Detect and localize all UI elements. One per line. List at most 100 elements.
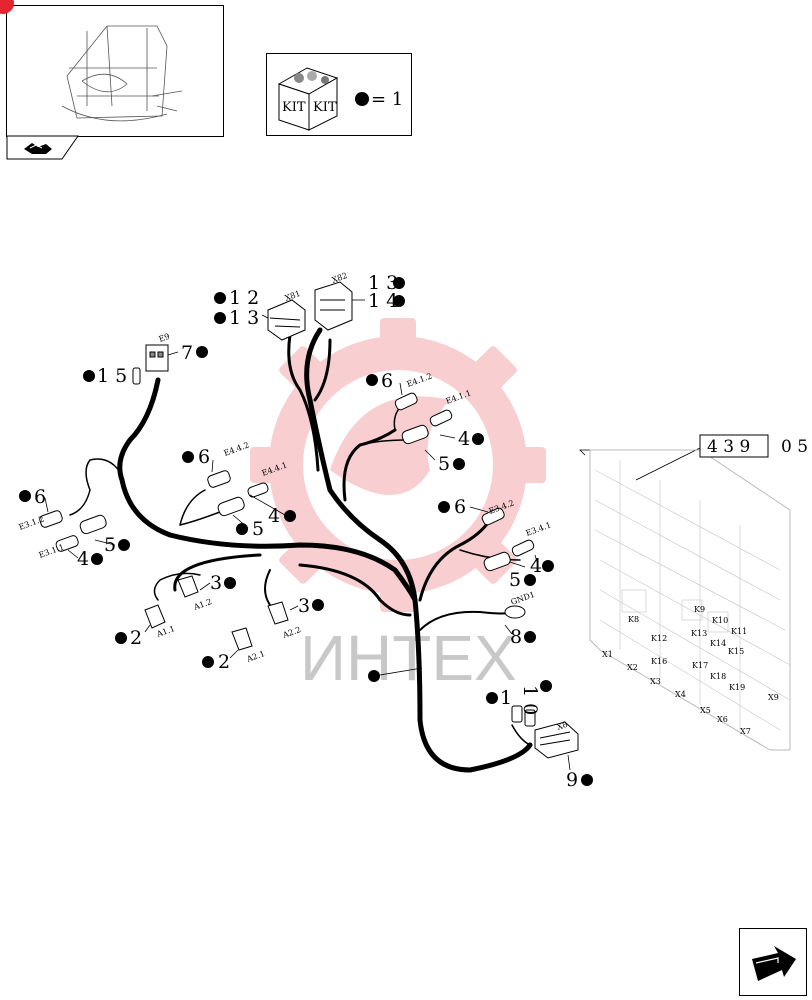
- watermark-text: ИНТЕХ: [300, 622, 517, 694]
- ref-2-a: 2: [130, 627, 142, 649]
- svg-text:K18: K18: [710, 672, 726, 681]
- dot-icon: [581, 774, 593, 786]
- ref-13-a: 1 3: [229, 307, 259, 329]
- tag-gnd1: GND1: [510, 590, 536, 607]
- dot-icon: [540, 680, 552, 692]
- connector-pin-15: [132, 367, 141, 385]
- dot-icon: [115, 632, 127, 644]
- ref-6-b: 6: [198, 446, 210, 468]
- kit-box-icon: KIT KIT = 1: [277, 67, 403, 131]
- svg-text:X2: X2: [627, 663, 638, 672]
- kit-label-left: KIT: [282, 100, 306, 115]
- ref-3-b: 3: [298, 595, 310, 617]
- connector-plug-5a: [401, 424, 429, 445]
- dot-icon: [202, 656, 214, 668]
- dot-icon: [214, 312, 226, 324]
- dot-icon: [438, 501, 450, 513]
- ref-10: 1 0: [519, 685, 541, 715]
- svg-text:K9: K9: [694, 605, 705, 614]
- svg-text:K11: K11: [731, 627, 747, 636]
- svg-text:K17: K17: [692, 661, 708, 670]
- ref-5-a: 5: [438, 453, 450, 475]
- tag-a12: A1.2: [192, 597, 213, 612]
- connector-e9: [145, 344, 169, 372]
- dot-icon: [393, 295, 405, 307]
- ref-6-c: 6: [34, 486, 46, 508]
- kit-qty: = 1: [371, 89, 403, 110]
- dot-icon: [196, 346, 208, 358]
- connector-e441: [247, 482, 269, 498]
- leader-lines: [44, 299, 701, 771]
- connector-e411: [429, 409, 453, 427]
- tag-e9: E9: [158, 332, 171, 344]
- svg-text:X9: X9: [768, 693, 779, 702]
- tag-e441: E4.4.1: [261, 460, 289, 477]
- ref-4-a: 4: [458, 428, 470, 450]
- terminal-a21: [231, 627, 253, 651]
- tag-e411: E4.1.1: [445, 388, 473, 405]
- fuse-relay-box: K8 K9 K10 K11 K12 K13 K14 K15 K16 K17 K1…: [589, 449, 791, 751]
- harness-cable-bundle: [69, 327, 533, 773]
- dot-icon: [453, 458, 465, 470]
- tag-e442: E4.4.2: [223, 440, 251, 457]
- reference-number: 4 3 9: [707, 437, 750, 457]
- ref-15: 1 5: [97, 365, 127, 387]
- dot-icon: [524, 631, 536, 643]
- connector-e442: [207, 470, 231, 488]
- dot-icon: [91, 553, 103, 565]
- page-badge: [0, 0, 14, 14]
- dot-icon: [83, 370, 95, 382]
- svg-text:K16: K16: [651, 657, 667, 666]
- reference-suffix: 0 5: [781, 437, 808, 457]
- connector-tags: X81 X82 E9 E4.1.2 E4.1.1 E4.4.2 E4.4.1 E…: [18, 271, 569, 732]
- section-arrow-icon: [24, 143, 52, 154]
- next-page-button[interactable]: [739, 928, 807, 996]
- terminal-gnd1: [504, 605, 526, 619]
- svg-text:K15: K15: [728, 647, 744, 656]
- svg-text:X4: X4: [675, 690, 686, 699]
- ref-4-d: 4: [530, 555, 542, 577]
- ref-13-b: 1 3: [368, 272, 398, 294]
- dot-icon: [542, 560, 554, 572]
- tag-e341: E3.4.1: [525, 520, 553, 537]
- ref-3-a: 3: [210, 572, 222, 594]
- ref-12: 1 2: [229, 287, 259, 309]
- dot-icon: [366, 374, 378, 386]
- svg-text:K14: K14: [710, 639, 726, 648]
- ref-4-c: 4: [77, 548, 89, 570]
- dot-icon: [19, 490, 31, 502]
- dot-icon: [182, 451, 194, 463]
- svg-text:K8: K8: [628, 615, 639, 624]
- cab-illustration: [61, 25, 183, 122]
- connector-e412: [394, 392, 418, 411]
- tag-x8: X8: [556, 720, 569, 732]
- tag-e412: E4.1.2: [406, 371, 434, 388]
- svg-text:X6: X6: [717, 715, 728, 724]
- dot-icon: [214, 292, 226, 304]
- connector-plug-5d: [483, 551, 511, 572]
- kit-legend-box: KIT KIT = 1: [266, 53, 412, 136]
- ref-5-d: 5: [509, 569, 521, 591]
- svg-text:K10: K10: [712, 616, 728, 625]
- svg-text:X5: X5: [700, 706, 711, 715]
- dot-icon: [368, 670, 380, 682]
- ref-1: 1: [500, 687, 512, 709]
- kit-dot-icon: [355, 92, 369, 106]
- dot-icon: [486, 692, 498, 704]
- dot-icon: [393, 277, 405, 289]
- dot-icon: [524, 574, 536, 586]
- ref-8: 8: [510, 626, 522, 648]
- connector-x8: [534, 721, 579, 759]
- ref-14: 1 4: [368, 290, 398, 312]
- ref-6-d: 6: [454, 496, 466, 518]
- ref-5-c: 5: [104, 534, 116, 556]
- harness-connectors: [39, 281, 579, 759]
- connector-e311: [55, 535, 79, 552]
- connector-x82: [314, 281, 353, 331]
- dot-icon: [224, 577, 236, 589]
- connector-pin-10: [524, 709, 536, 727]
- machine-thumbnail: [6, 5, 224, 137]
- tag-a11: A1.1: [155, 624, 176, 639]
- terminal-a11: [144, 604, 166, 629]
